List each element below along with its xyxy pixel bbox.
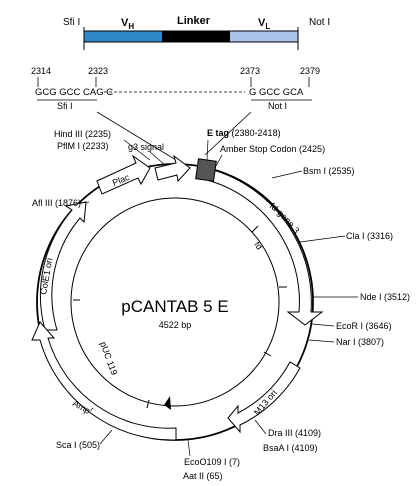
site-dra3: Dra III (4109) (268, 428, 321, 438)
sfi1-site-label: Sfi I (57, 101, 73, 111)
fd-gene3-arrow (205, 167, 324, 326)
inner-tick (263, 351, 272, 357)
restriction-sites: Hind III (2235) PflM I (2233) Afl III (1… (32, 129, 410, 481)
vl-label: VL (258, 17, 270, 31)
pos-2314: 2314 (31, 66, 51, 76)
sfi1-top-label: Sfi I (63, 17, 80, 28)
amber-leader (215, 154, 223, 167)
pos-2373: 2373 (240, 66, 260, 76)
sequence-zoom-left (96, 111, 177, 161)
puc119-label: pUC 119 (98, 340, 119, 376)
ampr-arrow (31, 321, 177, 441)
site-afl3: Afl III (1876) (32, 198, 81, 208)
inner-tick (251, 225, 259, 233)
dra3-leader (254, 419, 267, 435)
pos-2379: 2379 (300, 66, 320, 76)
sequence-zoom-right (204, 111, 252, 156)
cole1-ori-arrow (39, 201, 87, 331)
site-pflm1: PflM I (2233) (57, 141, 109, 151)
site-bsm1: Bsm I (2535) (303, 166, 355, 176)
plasmid-inner-circle (70, 197, 280, 407)
site-hind3: Hind III (2235) (54, 129, 111, 139)
fd-label: fd (252, 240, 265, 252)
g3-signal-label: g3 signal (128, 142, 164, 152)
not1-top-label: Not I (309, 17, 330, 28)
linker-segment (162, 31, 230, 42)
insert-outline (83, 30, 299, 43)
not1-site-label: Not I (268, 101, 287, 111)
vh-label: VH (121, 17, 134, 31)
ecor1-leader (311, 323, 335, 327)
right-sequence: G GCC GCA (249, 87, 304, 98)
m13-ori-arrow (227, 361, 301, 434)
puc119-arrow (164, 396, 171, 410)
pos-2323: 2323 (88, 66, 108, 76)
vl-segment (230, 31, 298, 42)
site-aat2: Aat II (65) (183, 471, 223, 481)
sequence-detail: 2314 2323 2373 2379 GCG GCC CAG C G GCC … (31, 66, 320, 161)
site-cla1: Cla I (3316) (346, 231, 393, 241)
afl3-leader (79, 201, 90, 204)
ecoo109-leader (187, 439, 191, 457)
plac-arrow (96, 154, 151, 195)
nar1-leader (308, 339, 335, 343)
site-bsaa1: BsaA I (4109) (263, 443, 318, 453)
g3-signal-leader (149, 151, 166, 166)
hind3-leader (123, 139, 151, 161)
site-sca1: Sca I (505) (56, 440, 100, 450)
bsm1-leader (271, 170, 303, 179)
linker-label: Linker (177, 15, 211, 27)
sca1-leader (99, 429, 113, 445)
plasmid-size: 4522 bp (159, 320, 192, 330)
vh-segment (84, 31, 162, 42)
plasmid-name: pCANTAB 5 E (121, 297, 228, 316)
cla1-leader (299, 235, 346, 243)
e-tag-leader (206, 139, 209, 161)
site-ecoo109: EcoO109 I (7) (184, 457, 240, 467)
insert-cassette: Sfi I Not I VH Linker VL (63, 15, 330, 50)
amber-stop-label: Amber Stop Codon (2425) (220, 144, 325, 154)
e-tag-label: E tag (2380-2418) (207, 128, 281, 138)
e-tag-box (195, 158, 217, 182)
left-sequence: GCG GCC CAG C (35, 87, 113, 98)
site-nar1: Nar I (3807) (336, 337, 384, 347)
g3-signal-arrow (154, 154, 191, 183)
site-ecor1: EcoR I (3646) (336, 321, 392, 331)
site-nde1: Nde I (3512) (360, 292, 410, 302)
inner-tick (146, 399, 150, 409)
